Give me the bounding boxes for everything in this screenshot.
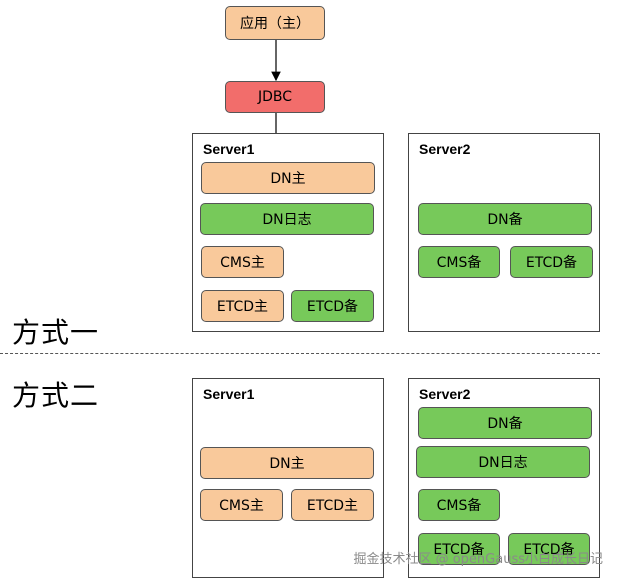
mode2-server2-title: Server2 [419,386,471,402]
app-main-node: 应用（主） [225,6,325,40]
mode2-server2-dn-backup-label: DN备 [487,416,523,432]
mode1-server2-title: Server2 [419,141,471,157]
mode2-label: 方式二 [12,379,100,412]
mode1-server2-dn-backup-label: DN备 [487,212,523,228]
mode1-server1-cms-main-label: CMS主 [220,255,265,271]
mode1-server2-dn-backup: DN备 [418,203,592,235]
mode2-server1-etcd-main-label: ETCD主 [306,498,359,514]
mode2-server1-title: Server1 [203,386,255,402]
jdbc-node: JDBC [225,81,325,113]
mode2-server1-etcd-main: ETCD主 [291,489,374,521]
mode2-server1-cms-main: CMS主 [200,489,283,521]
mode2-server2-etcd-backup-1: ETCD备 [418,533,500,565]
mode2-server2-dn-log: DN日志 [416,446,590,478]
mode1-label: 方式一 [12,316,100,349]
mode2-server2-cms-backup-label: CMS备 [436,498,482,514]
mode1-server1-title: Server1 [203,141,255,157]
mode2-server2-box: Server2 DN备 DN日志 CMS备 ETCD备 ETCD备 [408,378,600,578]
mode2-server1-dn-main-label: DN主 [269,456,305,472]
mode2-server2-dn-backup: DN备 [418,407,592,439]
jdbc-label: JDBC [257,89,293,105]
mode1-server2-etcd-backup: ETCD备 [510,246,593,278]
mode2-server2-etcd-backup-2: ETCD备 [508,533,590,565]
mode1-server1-etcd-backup: ETCD备 [291,290,374,322]
mode1-server1-dn-main: DN主 [201,162,375,194]
mode2-server2-dn-log-label: DN日志 [478,455,528,471]
mode-divider [0,353,600,354]
mode1-server1-box: Server1 DN主 DN日志 CMS主 ETCD主 ETCD备 [192,133,384,332]
mode2-server1-dn-main: DN主 [200,447,374,479]
mode1-server1-etcd-main-label: ETCD主 [216,299,269,315]
app-main-label: 应用（主） [240,16,310,32]
mode1-server2-cms-backup: CMS备 [418,246,500,278]
mode1-server2-box: Server2 DN备 CMS备 ETCD备 [408,133,600,332]
mode1-server1-etcd-backup-label: ETCD备 [306,299,359,315]
mode2-server2-cms-backup: CMS备 [418,489,500,521]
mode1-server1-dn-log-label: DN日志 [262,212,312,228]
mode2-server2-etcd-backup-1-label: ETCD备 [433,542,485,558]
mode2-server2-etcd-backup-2-label: ETCD备 [523,542,575,558]
mode1-server2-cms-backup-label: CMS备 [436,255,482,271]
mode1-server1-dn-log: DN日志 [200,203,374,235]
mode1-server1-etcd-main: ETCD主 [201,290,284,322]
mode1-server2-etcd-backup-label: ETCD备 [525,255,578,271]
mode2-server1-box: Server1 DN主 CMS主 ETCD主 [192,378,384,578]
watermark-text: 掘金技术社区 @ openGauss小白成长日记 [353,552,603,567]
mode1-server1-dn-main-label: DN主 [270,171,306,187]
mode1-server1-cms-main: CMS主 [201,246,284,278]
mode2-server1-cms-main-label: CMS主 [219,498,264,514]
